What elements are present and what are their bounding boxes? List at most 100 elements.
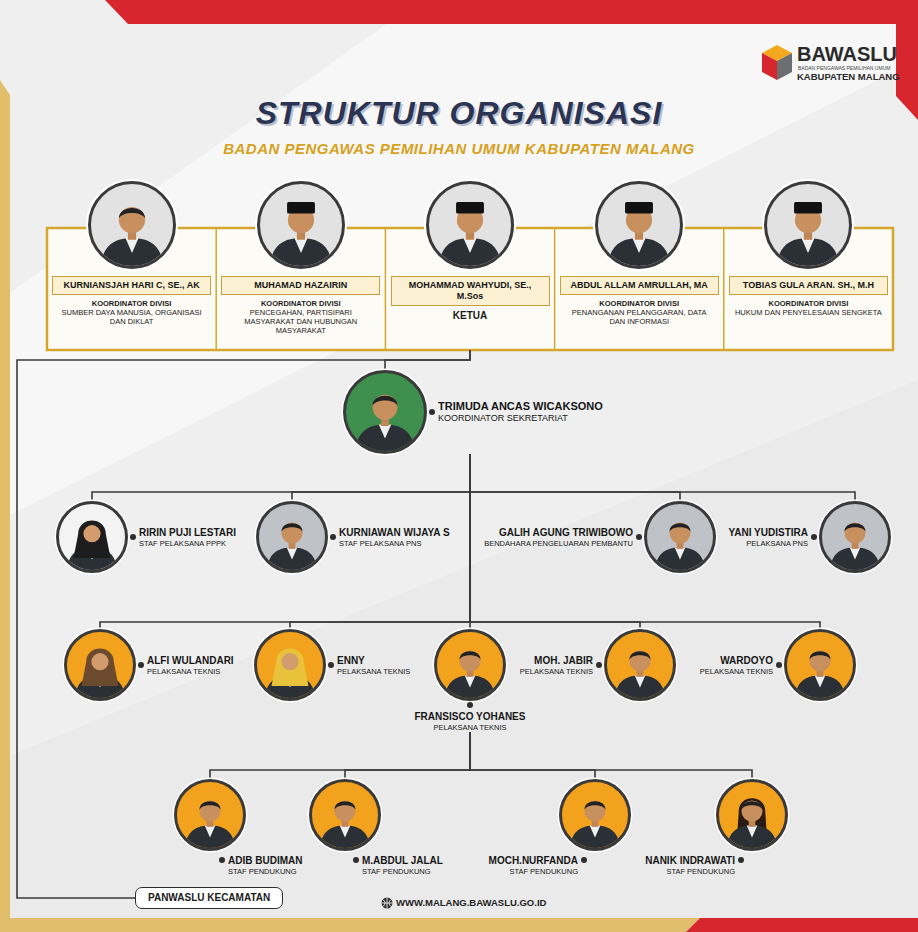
person-node: KURNIANSJAH HARI C, SE., AKKOORDINATOR D… [49,180,214,350]
face [334,800,355,821]
person-silhouette [59,504,125,570]
role-text: KOORDINATOR DIVISI [49,299,214,308]
shirt [590,826,601,838]
person-node: RIRIN PUJI LESTARISTAF PELAKSANA PPPK [56,501,238,573]
face [281,522,302,543]
connector-line [470,454,640,629]
face [584,800,605,821]
person-name: MOH. JABIR [518,655,593,667]
person-silhouette [607,632,673,698]
connector-line [470,732,595,779]
role-text: PELAKSANA TEKNIS [698,667,773,676]
shirt [850,548,861,560]
suit [570,826,620,848]
suit [830,548,880,570]
text-block: TRIMUDA ANCAS WICAKSONOKOORDINATOR SEKRE… [438,400,604,424]
leader-dot [328,662,334,668]
text-block: ABDUL ALLAM AMRULLAH, MAKOORDINATOR DIVI… [557,276,722,326]
connector-line [470,454,820,629]
band-divider [723,228,725,350]
text-block: ALFI WULANDARIPELAKSANA TEKNIS [147,655,235,676]
person-name: ALFI WULANDARI [147,655,235,667]
person-silhouette [598,184,680,266]
suit [777,238,839,266]
face [373,395,398,420]
red-band [105,0,918,24]
shirt [465,676,476,688]
cap [625,202,653,213]
leader-dot [429,409,435,415]
gold-band [0,80,700,932]
person-name: MUHAMAD HAZAIRIN [221,276,380,295]
leader-dot [330,534,336,540]
shirt [635,676,646,688]
person-silhouette [346,373,424,451]
person-name: ADIB BUDIMAN [228,855,304,867]
photo-circle [343,370,427,454]
text-block: ENNYPELAKSANA TEKNIS [337,655,412,676]
text-block: ADIB BUDIMANSTAF PENDUKUNG [228,855,304,876]
leader-dot [581,857,587,863]
suit [615,676,665,698]
person-name: RIRIN PUJI LESTARI [139,527,238,539]
shirt [294,238,307,253]
person-silhouette [259,504,325,570]
leader-band [47,228,893,350]
role-text: PELAKSANA TEKNIS [414,723,526,732]
connector-line [345,732,470,779]
suit [727,826,777,848]
hair [459,651,480,659]
role-text: KOORDINATOR DIVISI [726,299,891,308]
shirt [379,424,391,438]
leader-dot [596,662,602,668]
person-silhouette [787,632,853,698]
hijab [82,649,119,687]
hijab [74,521,111,559]
suit [439,238,501,266]
person-silhouette [562,782,628,848]
person-name: KURNIAWAN WIJAYA S [339,527,451,539]
shirt [633,238,646,253]
face [199,800,220,821]
role-text: PELAKSANA PNS [727,539,808,548]
photo-circle [56,501,128,573]
photo-circle [174,779,246,851]
person-silhouette [312,782,378,848]
face [809,650,830,671]
shirt [802,238,815,253]
photo-circle [254,629,326,701]
role-text: PELAKSANA TEKNIS [518,667,593,676]
photo-circle [434,629,506,701]
shirt [463,238,476,253]
connector-line [292,454,470,501]
role-text: PELAKSANA TEKNIS [147,667,235,676]
leader-dot [776,662,782,668]
shirt [287,548,298,560]
leader-dot [353,857,359,863]
person-name: M.ABDUL JALAL [362,855,444,867]
logo-mark [762,53,777,80]
face [91,653,108,670]
band-divider [215,228,217,350]
person-node: ABDUL ALLAM AMRULLAH, MAKOORDINATOR DIVI… [557,180,722,350]
text-block: WARDOYOPELAKSANA TEKNIS [698,655,773,676]
role-text: HUKUM DAN PENYELESAIAN SENGKETA [726,308,891,317]
cap [287,202,315,213]
person-silhouette [822,504,888,570]
chart-title: STRUKTUR ORGANISASI [0,95,918,132]
photo-circle [716,779,788,851]
person-silhouette [719,782,785,848]
text-block: MOCH.NURFANDASTAF PENDUKUNG [487,855,578,876]
person-node: KURNIAWAN WIJAYA SSTAF PELAKSANA PNS [256,501,451,573]
leader-dot [130,534,136,540]
suit [608,238,670,266]
person-node: ENNYPELAKSANA TEKNIS [254,629,412,701]
person-node: MUHAMAD HAZAIRINKOORDINATOR DIVISIPENCEG… [218,180,383,350]
hair [669,523,690,531]
hair [334,801,355,809]
hair [281,523,302,531]
text-block: GALIH AGUNG TRIWIBOWOBENDAHARA PENGELUAR… [483,527,633,548]
text-block: FRANSISCO YOHANESPELAKSANA TEKNIS [414,711,526,732]
person-silhouette [91,184,173,266]
